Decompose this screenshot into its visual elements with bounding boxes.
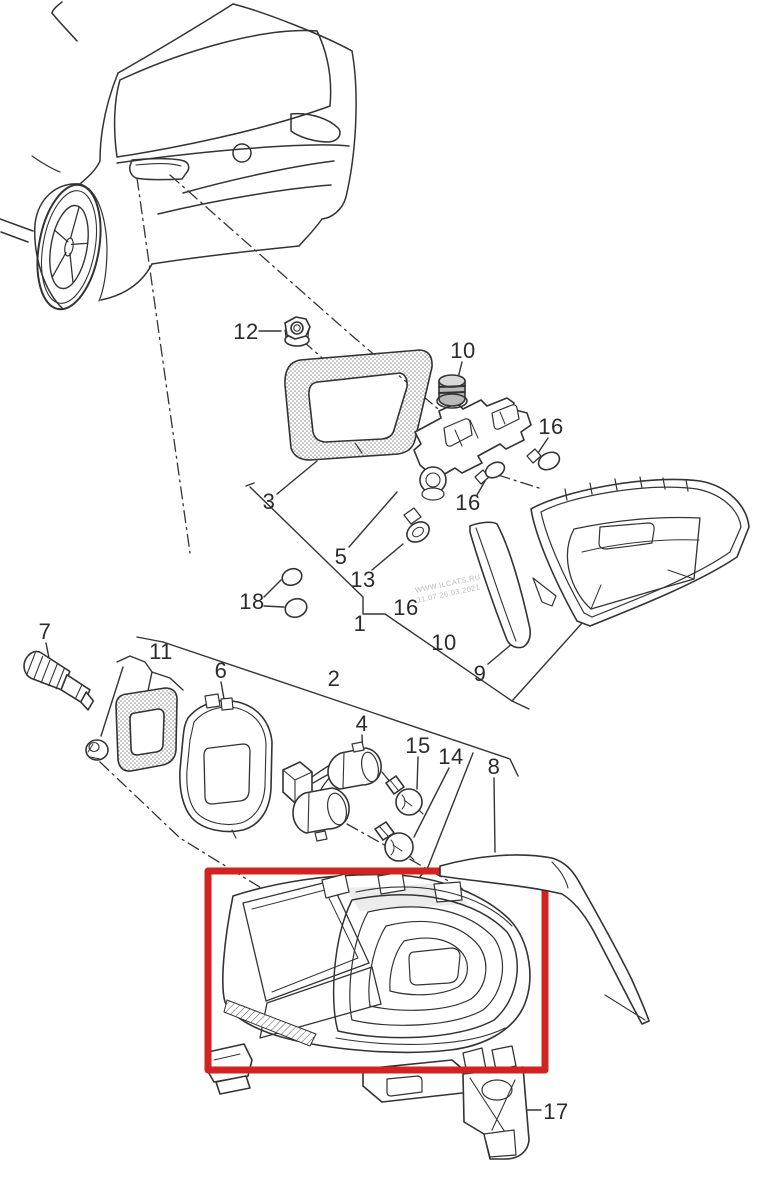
grommet (85, 739, 109, 761)
gasket-part-3 (284, 349, 433, 461)
bulb-carrier-plate (413, 397, 532, 501)
caps-part-18 (281, 567, 308, 619)
callout-14[interactable]: 14 (438, 744, 464, 769)
car-illustration (0, 1, 357, 311)
callout-16-brace[interactable]: 16 (393, 595, 419, 620)
callout-10-brace[interactable]: 10 (431, 630, 457, 655)
callout-17[interactable]: 17 (543, 1099, 569, 1124)
bulb-holder-part-4 (282, 741, 382, 842)
bracket-part-17 (362, 1045, 530, 1160)
bulb-part-14 (374, 821, 415, 862)
nut-part-12 (284, 316, 311, 347)
trim-blade-part-9 (469, 521, 531, 649)
bulb-part-15 (385, 775, 424, 816)
callout-3[interactable]: 3 (262, 489, 276, 514)
rear-wheel (36, 183, 102, 311)
callout-2[interactable]: 2 (327, 666, 341, 691)
callout-9[interactable]: 9 (473, 661, 487, 686)
callout-10-top[interactable]: 10 (450, 338, 476, 363)
callout-16-lower[interactable]: 16 (455, 490, 481, 515)
bulb-socket-part-10 (436, 374, 468, 409)
callout-12[interactable]: 12 (233, 319, 259, 344)
callout-7[interactable]: 7 (38, 619, 52, 644)
gasket-part-11 (115, 687, 178, 772)
callout-16-right[interactable]: 16 (538, 414, 564, 439)
screw-part-7 (23, 650, 95, 711)
callout-leaders (45, 330, 584, 1111)
inner-taillight-unit (530, 476, 750, 627)
housing-part-6 (179, 693, 273, 839)
callout-4[interactable]: 4 (355, 711, 369, 736)
callout-13[interactable]: 13 (350, 567, 376, 592)
callout-6[interactable]: 6 (214, 658, 228, 683)
outer-taillight-unit (222, 871, 531, 1054)
callout-15[interactable]: 15 (405, 733, 431, 758)
callout-5[interactable]: 5 (334, 544, 348, 569)
callout-11[interactable]: 11 (149, 639, 173, 664)
wedge-bulbs (403, 448, 561, 543)
callout-18[interactable]: 18 (239, 589, 265, 614)
callout-1[interactable]: 1 (353, 611, 367, 636)
lens-shell-part-8 (439, 854, 650, 1025)
highlight-box (204, 867, 549, 1074)
callout-8[interactable]: 8 (487, 754, 501, 779)
